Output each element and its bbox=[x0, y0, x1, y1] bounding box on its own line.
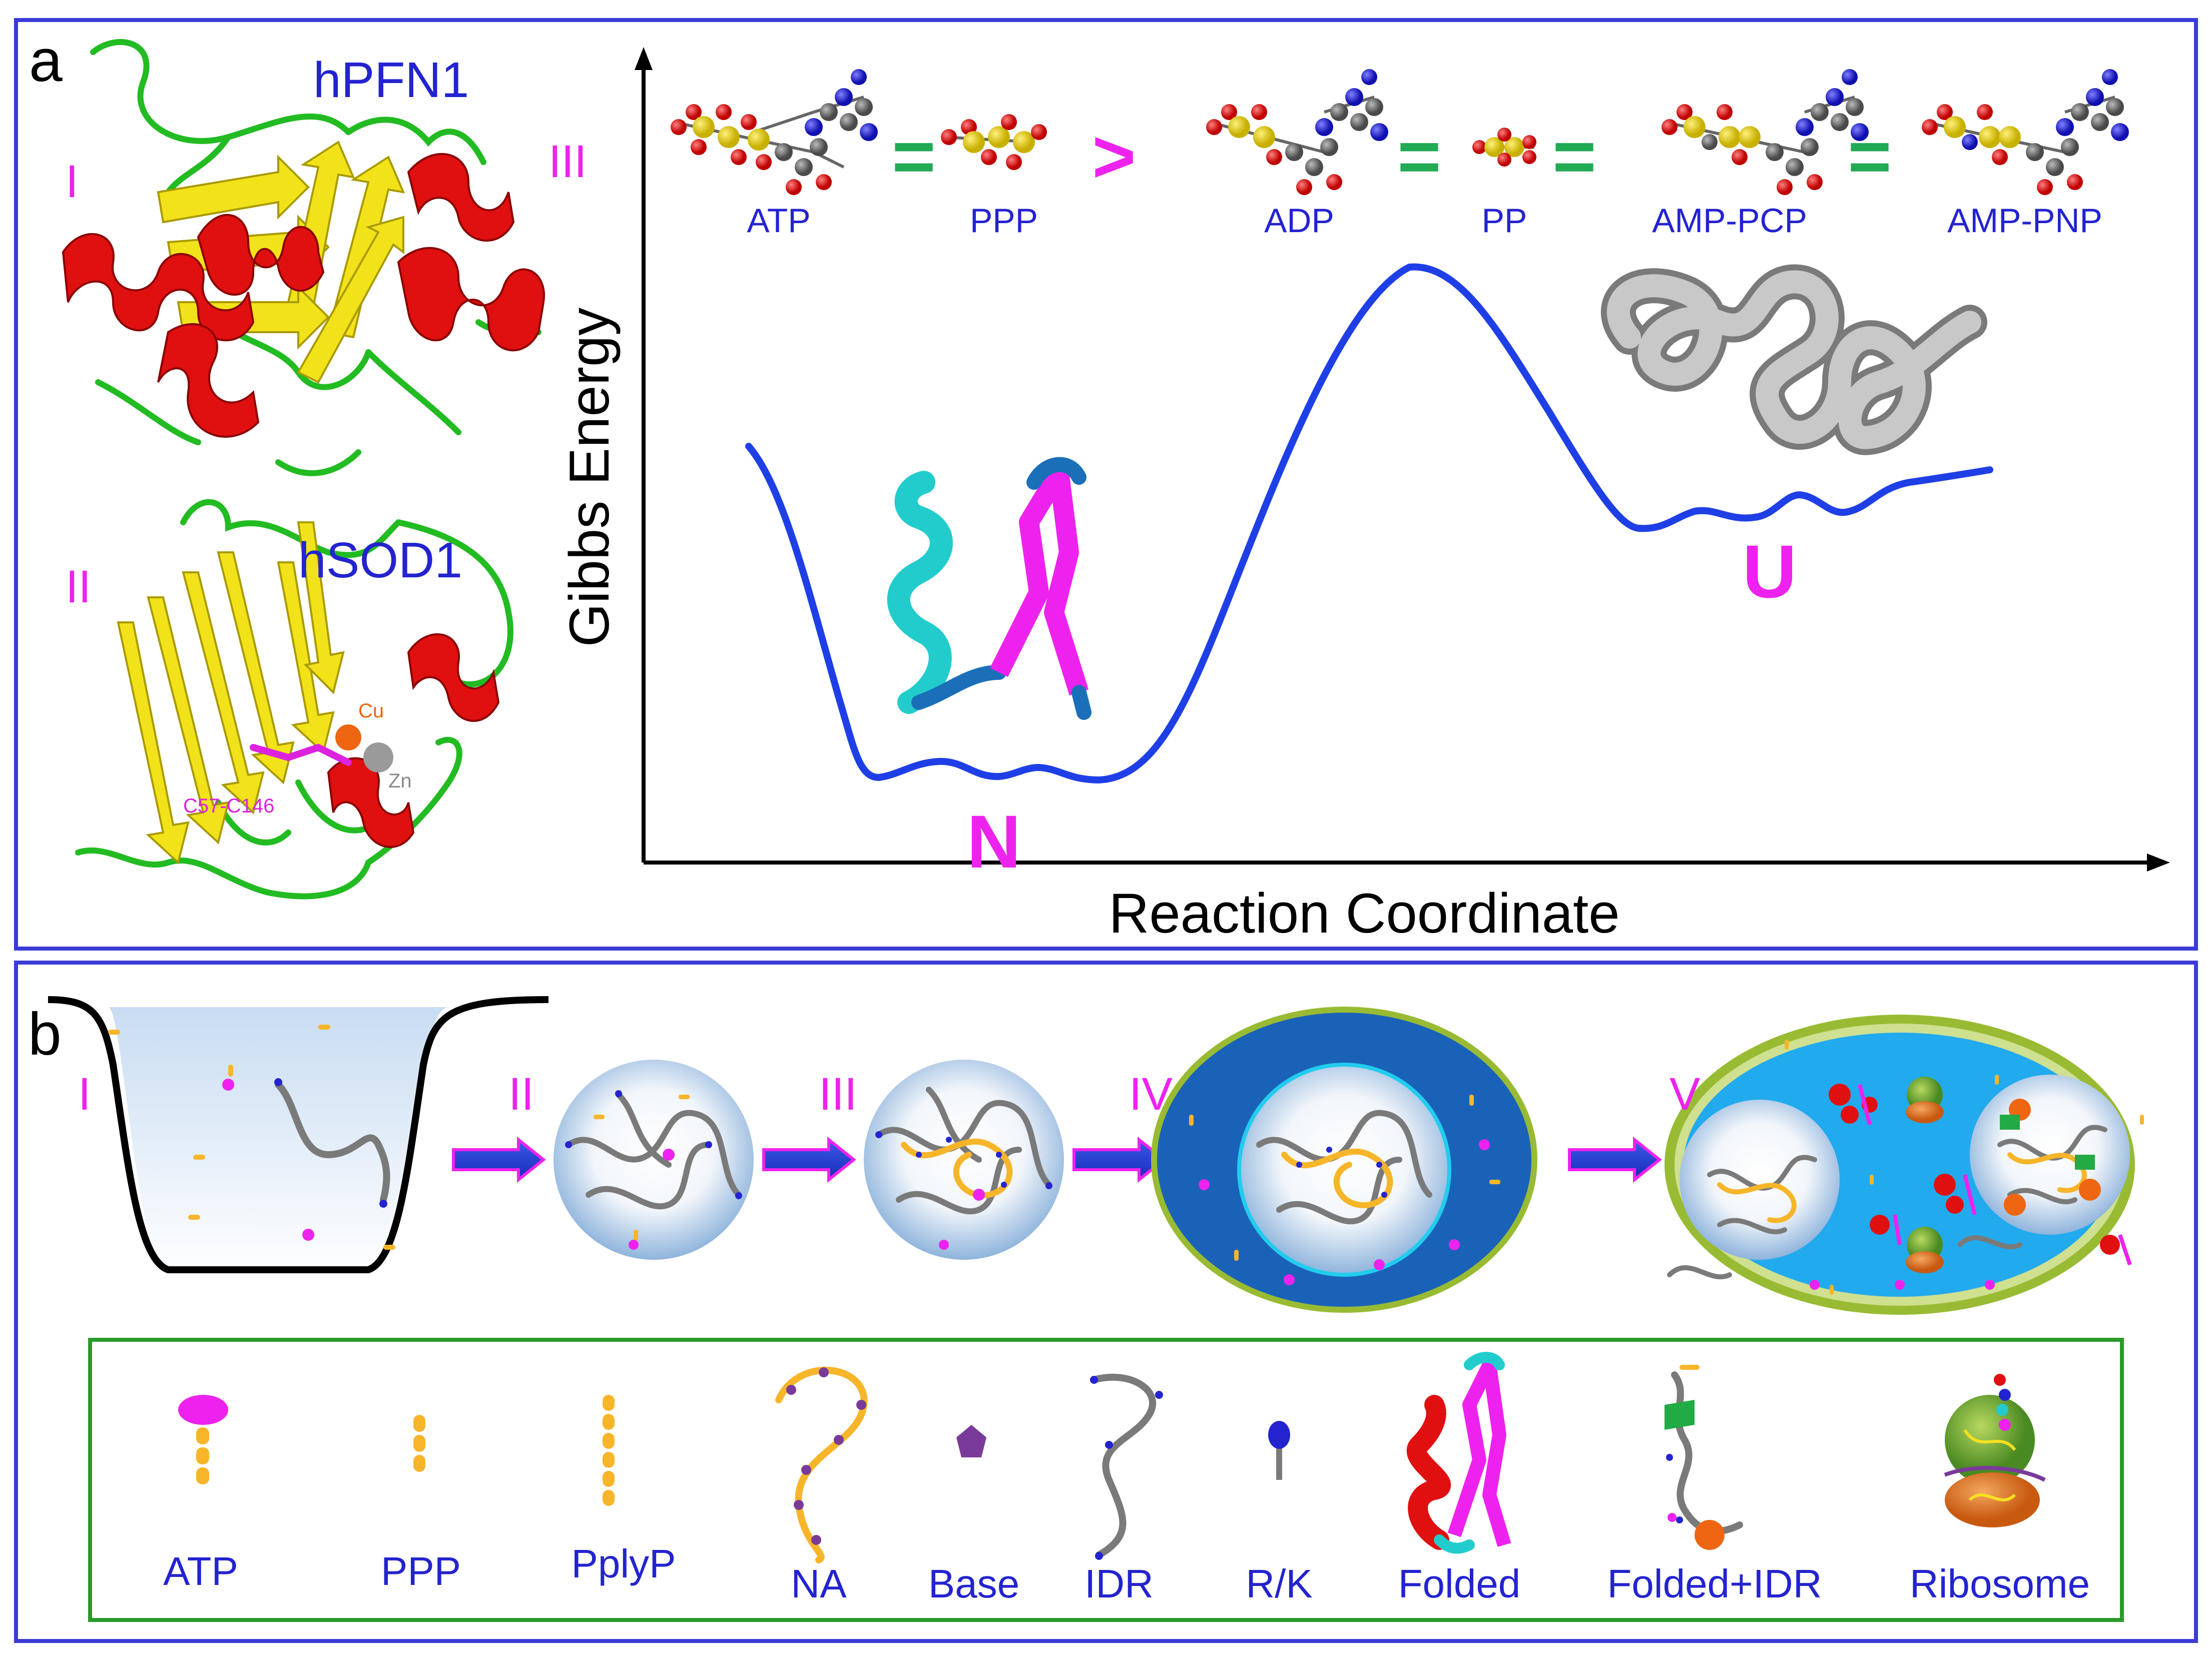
cu-atom bbox=[335, 724, 361, 750]
panel-a: a bbox=[14, 18, 2198, 951]
y-axis-label: Gibbs Energy bbox=[558, 308, 621, 647]
legend-na-icon bbox=[775, 1366, 868, 1563]
relation-amppcp-amppnp: = bbox=[1848, 114, 1892, 198]
stage-roman-1: I bbox=[78, 1069, 91, 1120]
relation-atp-ppp: = bbox=[892, 114, 936, 198]
legend-label-na: NA bbox=[791, 1561, 847, 1606]
legend-rk-icon bbox=[1268, 1421, 1290, 1480]
legend-label-ppp: PPP bbox=[381, 1549, 461, 1593]
molecule-adp bbox=[1206, 69, 1388, 195]
hsod1-roman: II bbox=[66, 561, 91, 612]
hpfn1-helices bbox=[62, 153, 545, 438]
legend-label-folded-idr: Folded+IDR bbox=[1607, 1561, 1822, 1606]
molecule-amp-pcp bbox=[1662, 69, 1869, 195]
panel-a-canvas: a bbox=[29, 27, 2170, 945]
molecule-atp bbox=[671, 69, 878, 195]
relation-adp-pp: = bbox=[1397, 114, 1441, 198]
legend-folded-idr-icon bbox=[1665, 1365, 1743, 1550]
legend-pplyp-icon bbox=[603, 1395, 615, 1506]
stage-roman-2: II bbox=[508, 1069, 534, 1120]
arrow-1-2 bbox=[452, 1136, 546, 1183]
arrow-4-5 bbox=[1568, 1136, 1662, 1183]
stage-4-cell bbox=[1151, 1007, 1537, 1313]
molecule-label-adp: ADP bbox=[1264, 202, 1334, 240]
energy-curve bbox=[745, 263, 1993, 784]
x-axis-label: Reaction Coordinate bbox=[1109, 882, 1619, 945]
legend-idr-icon bbox=[1090, 1373, 1163, 1560]
legend-label-rk: R/K bbox=[1246, 1561, 1312, 1606]
legend-label-base: Base bbox=[928, 1561, 1019, 1606]
unfolded-state-structure bbox=[1600, 264, 1987, 455]
molecule-label-amp-pnp: AMP-PNP bbox=[1947, 202, 2102, 240]
legend-folded-icon bbox=[1406, 1352, 1511, 1554]
cu-label: Cu bbox=[358, 700, 384, 722]
disulfide-sticks bbox=[250, 744, 352, 766]
legend-base-icon bbox=[956, 1425, 986, 1457]
hpfn1-roman: I bbox=[66, 156, 79, 207]
stage-5-cell bbox=[1665, 1015, 2144, 1315]
stage-5-folded-proteins bbox=[1829, 1084, 2132, 1266]
panel-a-letter: a bbox=[29, 27, 63, 94]
legend-atp-icon bbox=[178, 1395, 228, 1484]
legend-label-ribosome: Ribosome bbox=[1910, 1561, 2090, 1606]
legend-label-pplyp: PplyP bbox=[572, 1541, 676, 1586]
zn-label: Zn bbox=[388, 770, 412, 792]
disulfide-label: C57-C146 bbox=[183, 795, 274, 817]
panel-b-letter: b bbox=[28, 1001, 62, 1068]
stage-roman-3: III bbox=[819, 1069, 857, 1120]
energy-roman: III bbox=[548, 136, 587, 187]
panel-b: b I bbox=[14, 961, 2198, 1643]
relation-pp-amppcp: = bbox=[1552, 114, 1596, 198]
molecule-label-ppp: PPP bbox=[970, 202, 1038, 240]
molecule-label-atp: ATP bbox=[747, 202, 810, 240]
native-state-structure bbox=[887, 457, 1091, 720]
panel-b-canvas: b I bbox=[28, 996, 2144, 1622]
hpfn1-label: hPFN1 bbox=[313, 52, 469, 108]
legend-ppp-icon bbox=[413, 1415, 425, 1472]
molecule-amp-pnp bbox=[1922, 69, 2129, 195]
arrow-2-3 bbox=[762, 1136, 856, 1183]
stage-1-beaker bbox=[48, 996, 549, 1275]
molecule-label-amp-pcp: AMP-PCP bbox=[1652, 202, 1807, 240]
legend-box: ATP PPP PplyP NA Base IDR R/K Folded Fol… bbox=[88, 1338, 2124, 1622]
stage-arrows bbox=[452, 1136, 1662, 1183]
molecule-label-pp: PP bbox=[1482, 202, 1527, 240]
unfolded-state-label: U bbox=[1743, 529, 1797, 613]
stage-2-droplet bbox=[554, 1060, 754, 1260]
energy-axes bbox=[635, 47, 2170, 872]
hsod1-sheets bbox=[117, 521, 345, 865]
hsod1-helices bbox=[327, 633, 500, 848]
hsod1-structure bbox=[75, 499, 513, 900]
hpfn1-structure bbox=[62, 39, 545, 476]
zn-atom bbox=[363, 742, 393, 772]
relation-ppp-adp: > bbox=[1092, 114, 1136, 198]
legend-label-atp: ATP bbox=[163, 1549, 238, 1593]
hsod1-label: hSOD1 bbox=[298, 532, 462, 588]
stage-roman-5: V bbox=[1670, 1069, 1700, 1120]
legend-ribosome-icon bbox=[1944, 1374, 2046, 1527]
legend-label-folded: Folded bbox=[1398, 1561, 1521, 1606]
molecule-pp bbox=[1472, 128, 1536, 167]
arrow-3-4 bbox=[1072, 1136, 1167, 1183]
hsod1-loops bbox=[75, 499, 513, 900]
legend-label-idr: IDR bbox=[1084, 1561, 1154, 1606]
stage-5-ribosomes bbox=[1906, 1077, 1944, 1273]
native-state-label: N bbox=[967, 799, 1021, 884]
molecule-ppp bbox=[941, 114, 1047, 170]
stage-3-droplet bbox=[864, 1060, 1064, 1260]
stage-roman-4: IV bbox=[1129, 1069, 1173, 1120]
